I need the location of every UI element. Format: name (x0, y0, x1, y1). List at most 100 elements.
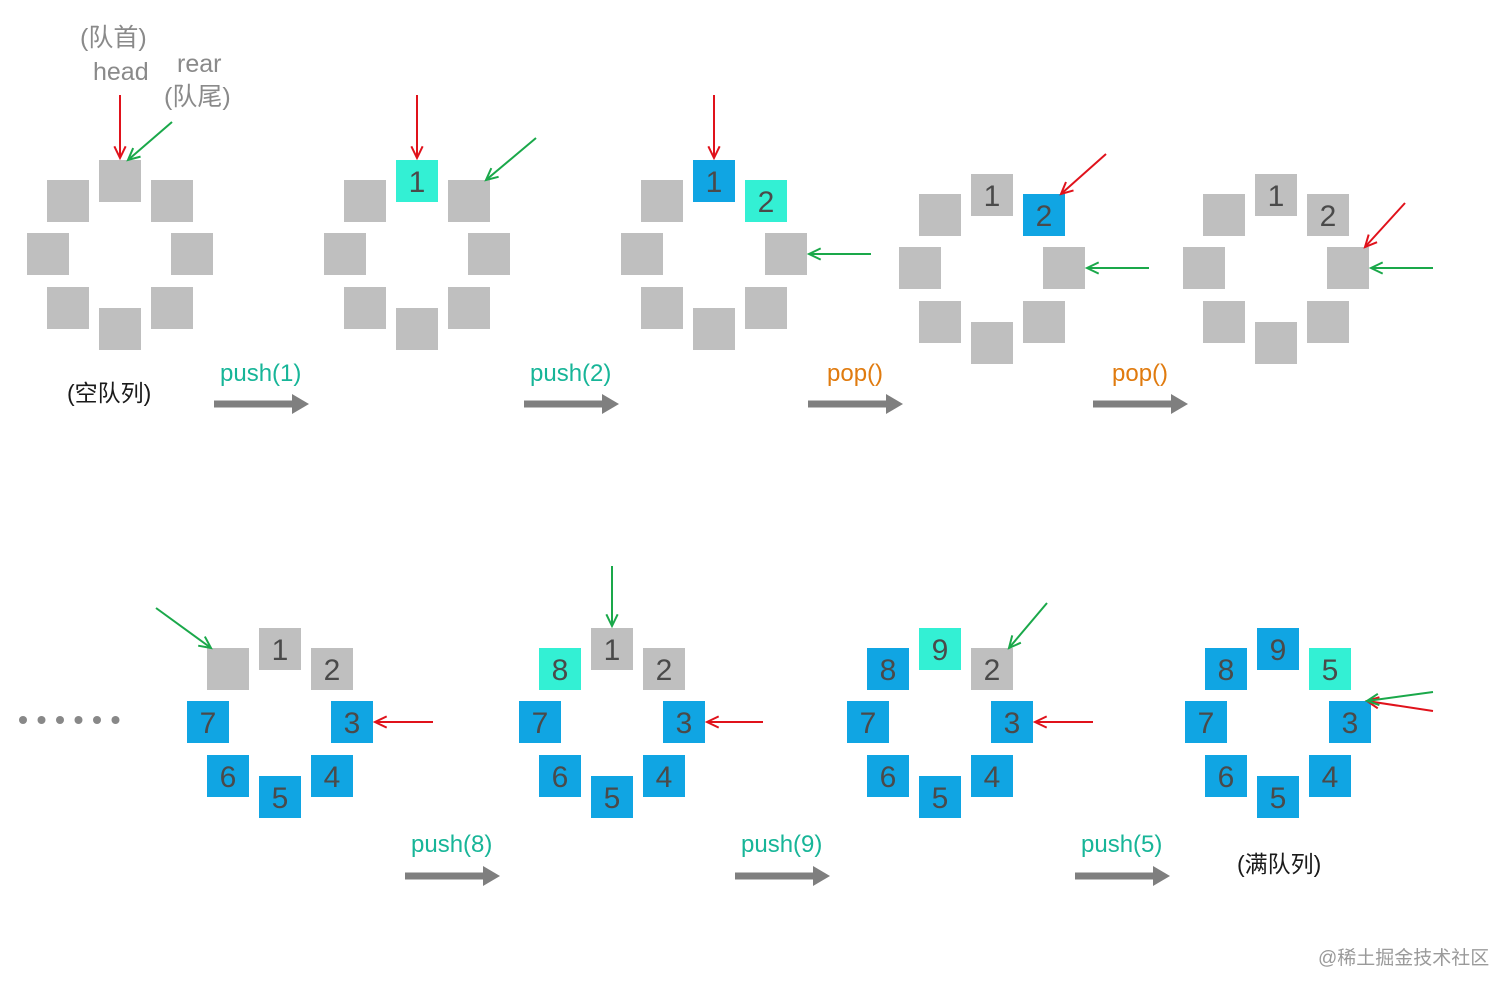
queue-7-slot-6 (519, 701, 561, 743)
queue-4-slot-7 (919, 194, 961, 236)
queue-2-slot-2 (468, 233, 510, 275)
queue-6-slot-4 (259, 776, 301, 818)
queue-5-slot-2 (1327, 247, 1369, 289)
head-arrow-1-head (113, 145, 127, 161)
queue-8-value-7: 8 (880, 654, 897, 687)
rear-arrow-6-head (198, 636, 213, 650)
queue-4-slot-0 (971, 174, 1013, 216)
op-label-3: pop() (827, 360, 884, 387)
queue-5-value-1: 2 (1320, 200, 1337, 233)
queue-7-value-2: 3 (676, 707, 693, 740)
queue-7-slot-7 (539, 648, 581, 690)
queue-6-value-3: 4 (324, 761, 341, 794)
queue-2-slot-4 (396, 308, 438, 350)
queue-5-slot-5 (1203, 301, 1245, 343)
queue-1-slot-1 (151, 180, 193, 222)
queue-9-slot-0 (1257, 628, 1299, 670)
ellipsis-dot-5 (93, 716, 101, 724)
queue-6-value-5: 6 (220, 761, 237, 794)
queue-6-value-2: 3 (344, 707, 361, 740)
queue-8-slot-1 (971, 648, 1013, 690)
queue-7-value-0: 1 (604, 634, 621, 667)
rear-arrow-7-head (605, 613, 619, 629)
queue-4-value-1: 2 (1036, 200, 1053, 233)
rear-en-label: rear (177, 50, 222, 78)
queue-6-slot-2 (331, 701, 373, 743)
queue-9-value-0: 9 (1270, 634, 1287, 667)
op-arrow-1-head (292, 394, 309, 414)
rear-arrow-9-shaft (1366, 691, 1434, 702)
queue-9-slot-2 (1329, 701, 1371, 743)
op-label-5: push(8) (411, 831, 493, 858)
head-arrow-3-head (707, 145, 721, 161)
queue-2-slot-1 (448, 180, 490, 222)
rear-cn-label: (队尾) (164, 83, 231, 111)
rear-arrow-8-head (1007, 635, 1022, 650)
queue-1-slot-2 (171, 233, 213, 275)
queue-7-slot-2 (663, 701, 705, 743)
queue-7-value-6: 7 (532, 707, 549, 740)
queue-9-slot-6 (1185, 701, 1227, 743)
queue-2-value-0: 1 (409, 166, 426, 199)
ellipsis-dot-1 (19, 716, 27, 724)
rear-arrow-9-head (1364, 692, 1380, 706)
queue-8-value-1: 2 (984, 654, 1001, 687)
rear-arrow-1-head (126, 147, 141, 162)
queue-4-value-0: 1 (984, 180, 1001, 213)
queue-8-slot-3 (971, 755, 1013, 797)
queue-6-slot-5 (207, 755, 249, 797)
queue-9-value-4: 5 (1270, 782, 1287, 815)
queue-8-value-0: 9 (932, 634, 949, 667)
queue-7-value-5: 6 (552, 761, 569, 794)
op-arrow-2-head (602, 394, 619, 414)
queue-6-value-4: 5 (272, 782, 289, 815)
rear-arrow-8-shaft (1008, 602, 1048, 649)
op-label-2: push(2) (530, 360, 612, 387)
queue-9-value-5: 6 (1218, 761, 1235, 794)
queue-5-slot-6 (1183, 247, 1225, 289)
head-arrow-5-head (1363, 234, 1378, 249)
queue-5-value-0: 1 (1268, 180, 1285, 213)
rear-arrow-2-head (484, 167, 499, 182)
queue-5-slot-0 (1255, 174, 1297, 216)
queue-9-value-3: 4 (1322, 761, 1339, 794)
queue-1-slot-0 (99, 160, 141, 202)
queue-3-slot-4 (693, 308, 735, 350)
head-arrow-4-shaft (1060, 153, 1107, 195)
queue-1-slot-6 (27, 233, 69, 275)
queue-6-value-6: 7 (200, 707, 217, 740)
op-arrow-3-head (886, 394, 903, 414)
queue-5-slot-4 (1255, 322, 1297, 364)
ellipsis-dot-3 (56, 716, 64, 724)
queue-5-slot-7 (1203, 194, 1245, 236)
queue-7-value-7: 8 (552, 654, 569, 687)
queue-5-slot-3 (1307, 301, 1349, 343)
queue-1-slot-5 (47, 287, 89, 329)
op-arrow-6-head (813, 866, 830, 886)
queue-3-slot-6 (621, 233, 663, 275)
head-arrow-9-shaft (1366, 700, 1434, 712)
queue-6-slot-7 (207, 648, 249, 690)
queue-4-slot-5 (919, 301, 961, 343)
queue-7-value-4: 5 (604, 782, 621, 815)
op-label-6: push(9) (741, 831, 823, 858)
op-arrow-5-head (483, 866, 500, 886)
queue-8-slot-5 (867, 755, 909, 797)
queue-9-slot-5 (1205, 755, 1247, 797)
queue-3-slot-7 (641, 180, 683, 222)
queue-9-value-1: 5 (1322, 654, 1339, 687)
queue-2-slot-0 (396, 160, 438, 202)
head-arrow-6-head (372, 715, 388, 729)
queue-6-value-0: 1 (272, 634, 289, 667)
queue-8-value-4: 5 (932, 782, 949, 815)
op-label-7: push(5) (1081, 831, 1163, 858)
queue-4-slot-6 (899, 247, 941, 289)
op-arrow-7-head (1153, 866, 1170, 886)
ellipsis-dot-6 (111, 716, 120, 724)
op-label-1: push(1) (220, 360, 302, 387)
head-arrow-2-head (410, 145, 424, 161)
queue-2-slot-5 (344, 287, 386, 329)
queue-6-value-1: 2 (324, 654, 341, 687)
op-arrow-4-head (1171, 394, 1188, 414)
